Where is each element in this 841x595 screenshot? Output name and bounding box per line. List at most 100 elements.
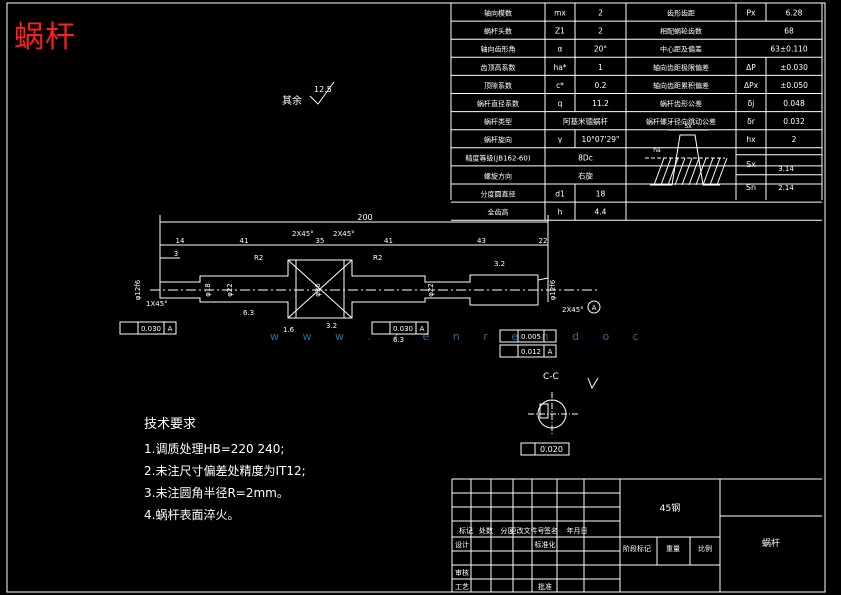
param-name: 蜗杆旋向 [484, 135, 512, 144]
param-symbol-2: δr [747, 117, 756, 126]
param-value-2: 63±0.110 [770, 45, 808, 54]
chamfer-b: 2X45° [333, 230, 355, 238]
tol-r2-frame [499, 344, 557, 358]
hatch-line [709, 157, 721, 186]
hatch-line [674, 157, 686, 186]
chamfer-left: 1X45° [146, 300, 168, 308]
tol-r1-frame [499, 329, 557, 343]
param-value-2: 2 [792, 135, 797, 144]
param-name: 轴向齿形角 [481, 45, 516, 54]
param-symbol-2: Px [747, 9, 757, 18]
tb-approve: 批准 [538, 582, 552, 591]
sx-value: 3.14 [778, 165, 794, 173]
param-value-2: 0.048 [783, 99, 805, 108]
chamfer-a: 2X45° [292, 230, 314, 238]
roughness-32b: 3.2 [494, 260, 505, 268]
hatch-line [660, 157, 672, 186]
tb-standardize: 标准化 [535, 540, 556, 549]
param-name: 螺旋方向 [484, 171, 512, 180]
dim-seg-0: 14 [176, 237, 185, 245]
tb-material: 45钢 [660, 502, 680, 514]
param-symbol-2: ΔPx [744, 81, 759, 90]
diameter-3: φ36 [314, 283, 322, 297]
tol-r2-value: 0.012 [521, 348, 541, 356]
hatch-line [688, 157, 700, 186]
tb-header-0: 标记 [459, 526, 473, 535]
keyway [539, 403, 549, 419]
tb-stage: 阶段标记 [623, 544, 651, 553]
hatch-line [667, 157, 679, 186]
roughness-16: 1.6 [283, 326, 295, 334]
shaft-outline-lower [159, 277, 549, 319]
datum-label: A [592, 304, 597, 312]
section-label: C-C [543, 372, 559, 382]
param-name: 轴向模数 [484, 9, 512, 18]
note-item-4: 4.蜗杆表面淬火。 [144, 508, 240, 522]
diameter-2: φ22 [226, 283, 234, 297]
section-tolerance-frame [520, 442, 570, 456]
tol-r1-value: 0.005 [521, 333, 541, 341]
param-value-2: 6.28 [786, 9, 803, 18]
param-value: 0.2 [595, 81, 607, 90]
diameter-5: φ12f6 [549, 279, 557, 300]
tb-part-name: 蜗杆 [762, 537, 780, 549]
tol-mid-value: 0.030 [393, 325, 413, 333]
param-symbol: γ [558, 135, 563, 144]
hatch-line [653, 157, 665, 186]
param-name: 蜗杆类型 [484, 117, 512, 126]
param-name: 蜗杆头数 [484, 27, 512, 36]
param-name-2: 轴向齿距累积偏差 [653, 81, 709, 90]
section-cc: C-C 0.020 [520, 372, 599, 456]
tooth-dim-top: Sx [684, 123, 692, 130]
note-item-3: 3.未注圆角半径R=2mm。 [144, 486, 289, 500]
param-symbol: c* [556, 81, 564, 90]
tb-review: 审核 [455, 568, 469, 577]
param-value: 2 [598, 9, 603, 18]
param-value: 2 [598, 27, 603, 36]
param-symbol-2: δj [748, 99, 755, 108]
param-name: 齿顶高系数 [481, 63, 516, 72]
worm-thread-diag [287, 259, 353, 319]
param-value-2: 68 [784, 27, 794, 36]
param-value: 11.2 [592, 99, 609, 108]
tol-left-frame [119, 321, 177, 335]
dim-small: 3 [174, 250, 178, 258]
param-value-2: ±0.030 [780, 63, 808, 72]
param-name-2: 中心距及偏差 [660, 45, 702, 54]
roughness-32a: 3.2 [326, 322, 337, 330]
param-symbol: ha* [553, 63, 566, 72]
tol-r2-datum: A [548, 348, 553, 356]
roughness-rest-label: 其余 [282, 94, 302, 107]
param-name: 蜗杆直径系数 [477, 99, 519, 108]
diameter-1: φ18 [204, 283, 212, 297]
dim-total: 200 [357, 213, 372, 222]
param-name-2: 相配蜗轮齿数 [660, 27, 702, 36]
sx-label: Sx [746, 160, 756, 169]
param-symbol: α [558, 45, 563, 54]
datum-circle [587, 300, 601, 314]
param-symbol: d1 [555, 190, 565, 199]
note-item-1: 1.调质处理HB=220 240; [144, 442, 285, 456]
notes-heading: 技术要求 [144, 417, 197, 432]
param-name: 分度圆直径 [481, 190, 516, 199]
param-symbol-2: ΔP [746, 63, 756, 72]
tb-header-2: 分区 [501, 526, 515, 535]
dim-seg-3: 41 [384, 237, 393, 245]
sn-label: Sn [746, 183, 756, 192]
param-symbol: mx [554, 9, 566, 18]
tb-header-5: 年月日 [567, 526, 588, 535]
param-name-2: 轴向齿距极限偏差 [653, 63, 709, 72]
title-block: 标记处数分区更改文件号签名年月日设计标准化阶段标记重量比例审核工艺批准45钢蜗杆 [451, 478, 822, 592]
hatch-line [681, 157, 693, 186]
hatch-line [695, 157, 707, 186]
param-value-2: ±0.050 [780, 81, 808, 90]
tol-mid-frame [371, 321, 429, 335]
tb-process: 工艺 [455, 583, 469, 591]
roughness-rest-symbol [309, 81, 335, 105]
param-name-2: 齿形齿距 [667, 10, 695, 18]
param-name: 全齿高 [488, 208, 509, 217]
dim-seg-2: 35 [316, 237, 325, 245]
roughness-63b: 6.3 [393, 336, 404, 344]
